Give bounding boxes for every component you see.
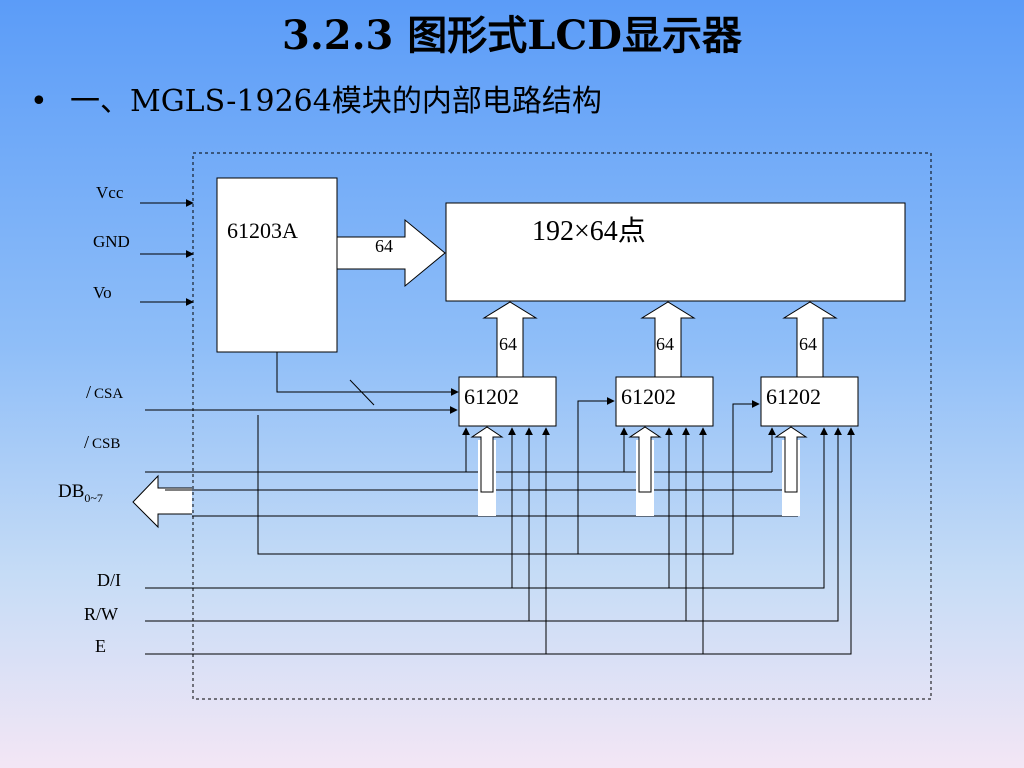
segment-driver-1 — [458, 376, 557, 427]
common-control-line — [276, 352, 459, 406]
bullet-item: • 一、MGLS-19264模块的内部电路结构 — [30, 78, 602, 126]
db-input-arrows — [470, 426, 808, 516]
lcd-panel-label: 192×64点 — [532, 216, 646, 247]
common-driver-block — [216, 177, 338, 353]
segment-bus-arrow-2 — [640, 301, 696, 377]
segment-driver-3-label: 61202 — [766, 384, 821, 409]
gnd-label: GND — [93, 232, 130, 251]
control-bus-lines — [145, 427, 855, 655]
bullet-icon: • — [30, 84, 48, 119]
rw-label: R/W — [84, 604, 118, 624]
module-boundary — [192, 152, 932, 700]
lcd-panel — [445, 202, 906, 302]
bullet-text: 一、MGLS-19264模块的内部电路结构 — [70, 84, 602, 119]
csa-prefix: / — [86, 382, 91, 402]
segment-driver-3 — [760, 376, 859, 427]
csa-label: CSA — [94, 386, 123, 402]
segment-bus-arrow-3 — [782, 301, 838, 377]
driver-feed-lines — [462, 427, 776, 472]
csb-prefix: / — [84, 432, 89, 452]
e-label: E — [95, 636, 106, 656]
common-driver-label: 61203A — [227, 218, 298, 243]
segment-bus-arrow-1 — [482, 301, 538, 377]
segment-driver-1-label: 61202 — [464, 384, 519, 409]
db-bus-lines — [145, 471, 798, 517]
segment-bus-width-2: 64 — [656, 334, 674, 354]
db-subscript: 0~7 — [84, 491, 103, 505]
common-bus-arrow — [336, 218, 446, 288]
segment-bus-width-1: 64 — [499, 334, 517, 354]
slide-title: 3.2.3 图形式LCD显示器 — [282, 12, 742, 59]
db-label: DB0~7 — [58, 481, 103, 505]
segment-driver-2 — [615, 376, 714, 427]
vo-label: Vo — [93, 283, 112, 302]
vcc-label: Vcc — [96, 183, 124, 202]
csb-line — [257, 397, 760, 555]
di-label: D/I — [97, 570, 121, 590]
common-bus-width: 64 — [375, 236, 393, 256]
power-inputs — [140, 199, 194, 306]
csb-label: CSB — [92, 436, 120, 452]
db-bus-arrow — [132, 474, 192, 529]
segment-driver-2-label: 61202 — [621, 384, 676, 409]
segment-bus-width-3: 64 — [799, 334, 817, 354]
